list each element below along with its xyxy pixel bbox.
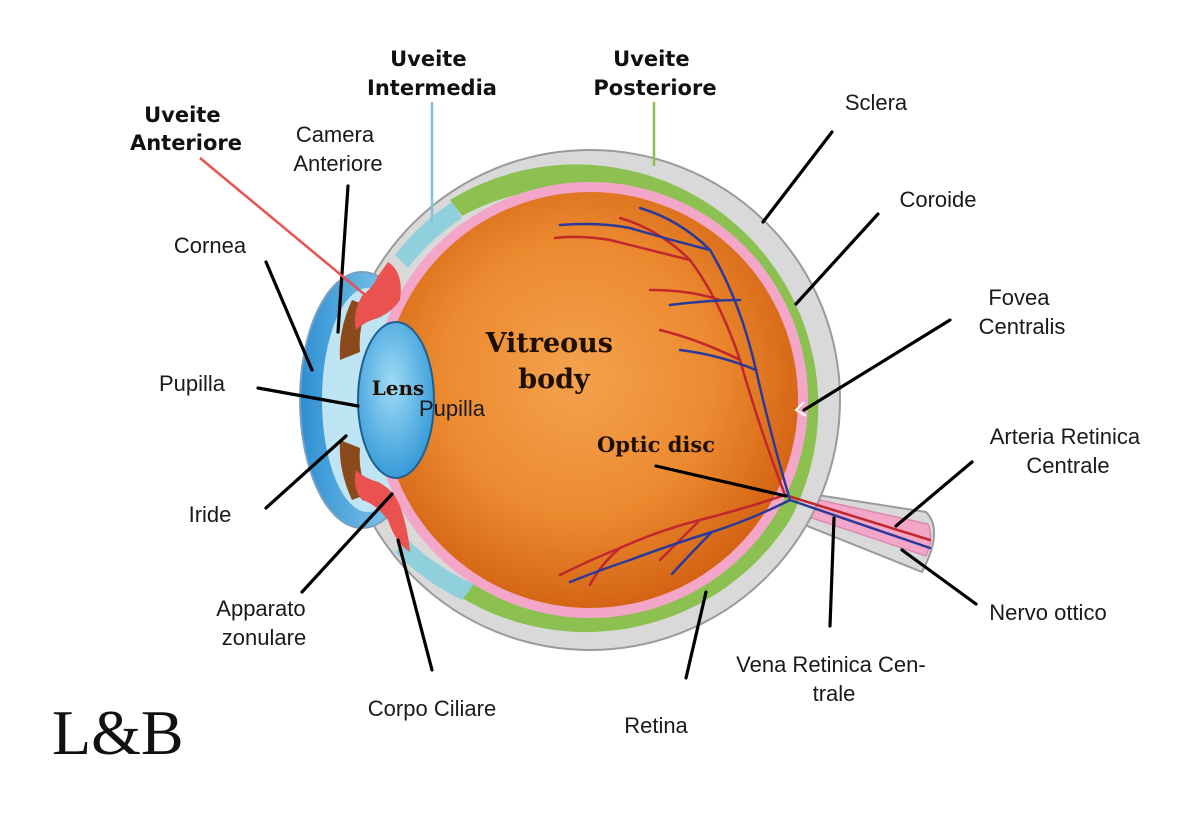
- lb-logo: L&B: [52, 697, 184, 768]
- leader-cornea: [264, 260, 314, 372]
- intermediate-band-bottom: [395, 540, 474, 600]
- iride-label: Iride: [189, 502, 232, 527]
- fovea-centralis-label: Fovea Centralis: [979, 285, 1066, 339]
- leader-nervo: [900, 548, 978, 606]
- leader-arteria: [894, 460, 974, 528]
- vena-retinica-label: Vena Retinica Cen- trale: [736, 652, 932, 706]
- vitreous-body-label: Vitreous body: [485, 328, 623, 395]
- leader-corpo-ciliare: [396, 538, 434, 672]
- leader-retina: [684, 590, 708, 680]
- cornea-label: Cornea: [174, 233, 247, 258]
- lens: [357, 321, 435, 479]
- coroide-label: Coroide: [899, 187, 976, 212]
- leader-fovea: [802, 318, 952, 412]
- camera-anteriore-label: Camera Anteriore: [293, 122, 382, 176]
- arteria-retinica-label: Arteria Retinica Centrale: [990, 424, 1147, 478]
- pupilla-center-label: Pupilla: [419, 396, 486, 421]
- nervo-ottico-label: Nervo ottico: [989, 600, 1106, 625]
- ciliary-body-bottom: [354, 470, 410, 552]
- leader-coroide: [794, 212, 880, 306]
- intermediate-band-top: [395, 202, 462, 268]
- leader-pupilla: [256, 386, 360, 408]
- leader-camera: [336, 184, 350, 334]
- retinal-veins: [558, 206, 932, 584]
- uveite-posteriore-label: Uveite Posteriore: [593, 47, 716, 100]
- fovea-notch: [794, 401, 807, 417]
- leader-sclera: [761, 130, 834, 224]
- pupilla-left-label: Pupilla: [159, 371, 226, 396]
- uveite-anteriore-label: Uveite Anteriore: [130, 103, 242, 155]
- lens-label: Lens: [372, 376, 425, 400]
- leader-vena: [828, 516, 836, 628]
- ciliary-body-top: [354, 262, 401, 330]
- optic-disc-label: Optic disc: [597, 432, 715, 457]
- vitreous-body: [382, 192, 798, 608]
- retina-label: Retina: [624, 713, 688, 738]
- leader-apparato: [300, 492, 394, 594]
- uveite-intermedia-label: Uveite Intermedia: [367, 47, 497, 100]
- leader-iride: [264, 434, 348, 510]
- leader-uveite-anteriore: [199, 157, 377, 305]
- corpo-ciliare-label: Corpo Ciliare: [368, 696, 496, 721]
- sclera-label: Sclera: [845, 90, 908, 115]
- leader-optic-disc: [654, 464, 788, 498]
- choroid-band: [450, 164, 819, 520]
- apparato-zonulare-label: Apparato zonulare: [216, 596, 311, 650]
